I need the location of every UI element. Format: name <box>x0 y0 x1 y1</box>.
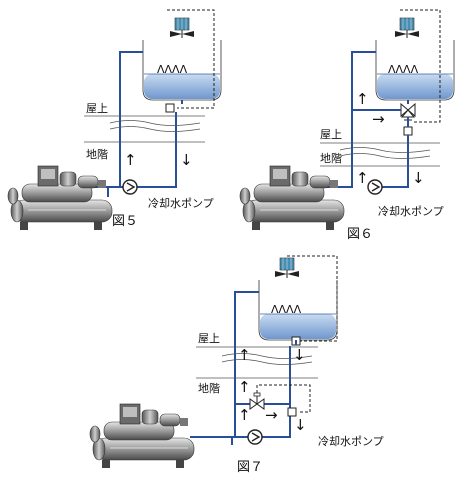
supply-pipe <box>305 52 376 187</box>
chiller-icon <box>90 404 194 468</box>
chiller-icon <box>8 166 112 230</box>
roof-label: 屋上 <box>198 332 220 345</box>
basement-label: 地階 <box>198 381 220 395</box>
basement-label: 地階 <box>320 151 342 165</box>
tower-fill-label: ΛΛΛΛ <box>157 63 188 76</box>
pump-label: 冷却水ポンプ <box>318 435 384 448</box>
flow-arrow: ↓ <box>293 346 306 364</box>
roof-label: 屋上 <box>320 128 342 141</box>
three-way-valve-icon <box>401 104 415 117</box>
figure-caption: 図５ <box>112 214 138 229</box>
flow-arrow: ↓ <box>412 169 425 187</box>
break-line <box>340 148 430 153</box>
flow-arrow: ↓ <box>294 416 307 434</box>
flow-arrow: ↑ <box>238 346 251 364</box>
flow-arrow: ↑ <box>238 406 251 424</box>
flow-arrow: → <box>372 110 385 128</box>
pump-icon <box>368 180 382 194</box>
cooling-tower: ΛΛΛΛ <box>143 18 221 100</box>
roof-label: 屋上 <box>86 102 108 115</box>
sensor-icon <box>288 408 296 416</box>
pump-icon <box>248 430 262 444</box>
figure-caption: 図６ <box>347 227 373 242</box>
sensor-icon <box>404 127 412 135</box>
fan-icon <box>395 18 419 38</box>
return-pipe <box>137 112 176 187</box>
pump-pipe <box>108 187 123 197</box>
pump-icon <box>123 180 137 194</box>
cooling-tower: ΛΛΛΛ <box>259 258 337 340</box>
flow-arrow: → <box>265 406 278 424</box>
flow-arrow: ↓ <box>180 151 193 169</box>
basement-label: 地階 <box>86 147 108 161</box>
two-way-valve-icon <box>250 393 264 409</box>
figure-caption: 図７ <box>237 460 263 475</box>
cooling-tower: ΛΛΛΛ <box>376 18 454 100</box>
break-line <box>110 127 200 132</box>
pump-label: 冷却水ポンプ <box>378 205 444 218</box>
tower-fill-label: ΛΛΛΛ <box>388 63 419 76</box>
flow-arrow: ↑ <box>238 378 251 396</box>
flow-arrow: ↑ <box>356 90 369 108</box>
break-line <box>340 154 430 159</box>
tower-fill-label: ΛΛΛΛ <box>271 303 302 316</box>
figure-6: ΛΛΛΛ 屋上 地階 ↑ → ↑ ↓ 冷却水ポンプ 図６ <box>240 10 454 242</box>
pump-label: 冷却水ポンプ <box>148 197 214 210</box>
fan-icon <box>275 258 299 278</box>
break-line <box>110 121 200 126</box>
flow-arrow: ↑ <box>356 169 369 187</box>
sensor-icon <box>166 104 174 112</box>
flow-arrow: ↑ <box>124 151 137 169</box>
chiller-icon <box>240 166 344 230</box>
pump-pipe <box>232 437 248 445</box>
figure-5: ΛΛΛΛ 屋上 地階 ↑ ↓ 冷却水ポンプ 図５ <box>8 10 221 230</box>
figure-7: ΛΛΛΛ 屋上 地階 ↑ ↓ ↑ ↑ → ↓ 冷却水ポンプ 図７ <box>90 256 384 475</box>
fan-icon <box>170 18 194 38</box>
